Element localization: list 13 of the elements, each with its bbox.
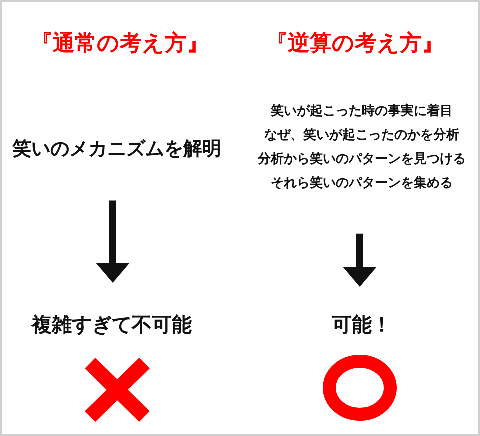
column-heading: 『通常の考え方』 bbox=[31, 30, 209, 58]
step-text: 複雑すぎて不可能 bbox=[32, 312, 192, 338]
step-text: 分析から笑いのパターンを見つける bbox=[258, 152, 466, 170]
step-text: 可能！ bbox=[332, 312, 392, 338]
step-text: なぜ、笑いが起こったのかを分析 bbox=[264, 128, 460, 145]
arrow bbox=[96, 200, 130, 283]
circle-icon bbox=[323, 355, 397, 421]
step-text: 笑いが起こった時の事実に着目 bbox=[270, 104, 454, 121]
arrow bbox=[343, 234, 377, 288]
cross-icon bbox=[85, 358, 150, 422]
step-text: それら笑いのパターンを集める bbox=[270, 176, 454, 194]
step-text: 笑いのメカニズムを解明 bbox=[12, 138, 222, 162]
column-heading: 『逆算の考え方』 bbox=[266, 30, 444, 58]
